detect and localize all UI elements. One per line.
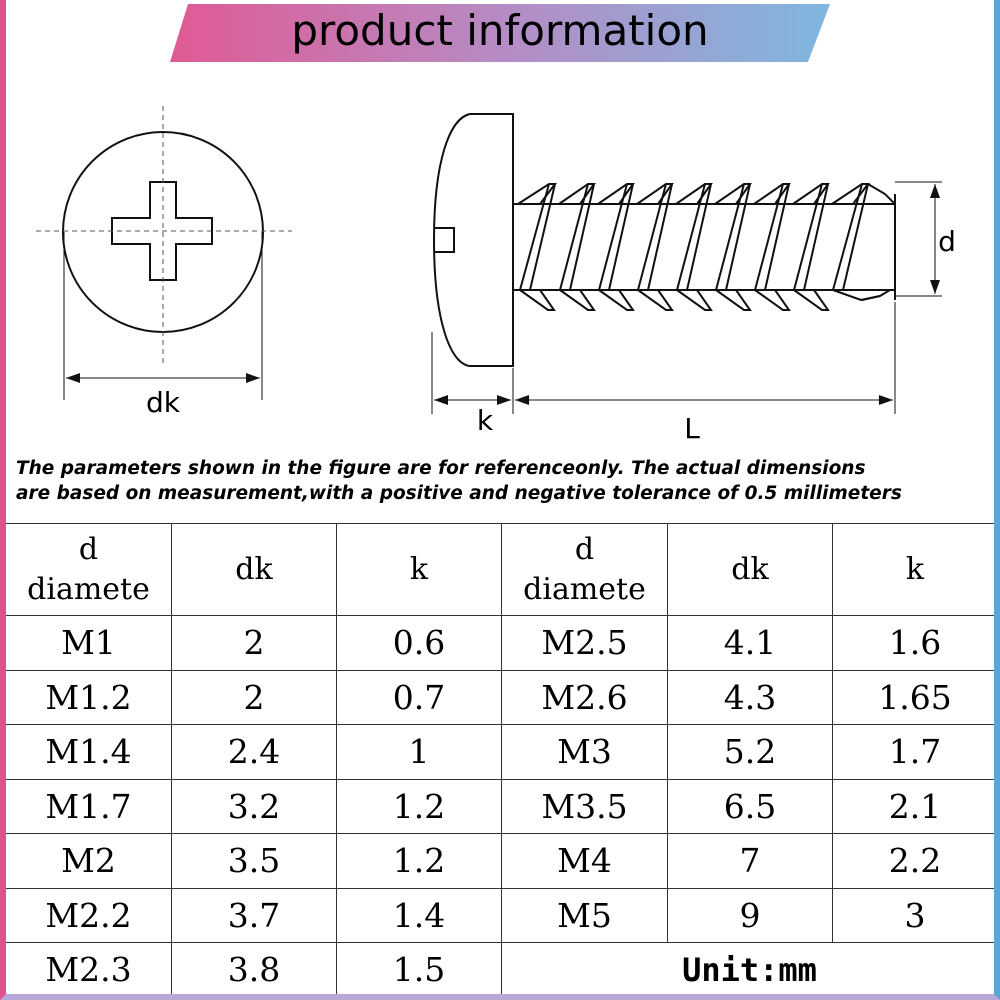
table-cell: 3.8 — [171, 942, 337, 998]
thread-flanks — [519, 183, 869, 291]
table-row: M1.4 2.4 1 M3 5.2 1.7 — [5, 724, 998, 780]
table-cell: 1.65 — [832, 669, 998, 725]
header-k-right: k — [832, 523, 998, 616]
table-cell: M5 — [501, 887, 668, 943]
header-k-left: k — [336, 523, 502, 616]
page-title: product information — [291, 6, 709, 55]
thread-crests — [517, 183, 896, 311]
table-cell: 1.2 — [336, 778, 502, 834]
screw-dimension-diagram: dk k L d — [0, 70, 1000, 450]
tolerance-note-line-2: are based on measurement,with a positive… — [16, 483, 902, 504]
dimension-label-L: L — [684, 412, 700, 445]
header-dk-left: dk — [171, 523, 337, 616]
table-cell: 2.4 — [171, 724, 337, 780]
table-cell: M3.5 — [501, 778, 668, 834]
table-cell: 0.6 — [336, 615, 502, 671]
table-cell: M2.3 — [5, 942, 172, 998]
table-cell: 1 — [336, 724, 502, 780]
tolerance-note-line-1: The parameters shown in the figure are f… — [16, 458, 866, 479]
table-cell: 0.7 — [336, 669, 502, 725]
dimension-label-k: k — [477, 404, 494, 437]
title-banner: product information — [0, 0, 1000, 62]
table-row: M1.2 2 0.7 M2.6 4.3 1.65 — [5, 669, 998, 725]
table-cell: 3.2 — [171, 778, 337, 834]
table-cell: 9 — [667, 887, 833, 943]
table-cell: M2.6 — [501, 669, 668, 725]
phillips-recess — [111, 181, 213, 281]
table-cell: 4.1 — [667, 615, 833, 671]
table-cell: 4.3 — [667, 669, 833, 725]
tolerance-note: The parameters shown in the figure are f… — [16, 456, 991, 506]
table-cell: M1.4 — [5, 724, 172, 780]
table-row: M1 2 0.6 M2.5 4.1 1.6 — [5, 615, 998, 671]
unit-label: Unit:mm — [501, 942, 998, 998]
table-cell: M4 — [501, 833, 668, 889]
table-cell: 1.6 — [832, 615, 998, 671]
dimension-label-dk: dk — [146, 386, 181, 419]
table-cell: M1.7 — [5, 778, 172, 834]
table-cell: 2 — [171, 669, 337, 725]
banner-background — [170, 4, 830, 62]
table-cell: M2.2 — [5, 887, 172, 943]
table-cell: M2.5 — [501, 615, 668, 671]
table-cell: 1.7 — [832, 724, 998, 780]
table-row: M2.3 3.8 1.5 Unit:mm — [5, 942, 998, 998]
table-cell: 3.5 — [171, 833, 337, 889]
header-dk-right: dk — [667, 523, 833, 616]
table-row: M1.7 3.2 1.2 M3.5 6.5 2.1 — [5, 778, 998, 834]
table-cell: 5.2 — [667, 724, 833, 780]
table-cell: 2.2 — [832, 833, 998, 889]
table-cell: M2 — [5, 833, 172, 889]
table-cell: 3.7 — [171, 887, 337, 943]
table-cell: 2.1 — [832, 778, 998, 834]
screw-drawing: dk k L d — [36, 106, 956, 445]
table-cell: 1.5 — [336, 942, 502, 998]
table-cell: M1.2 — [5, 669, 172, 725]
dimension-label-d: d — [938, 225, 956, 258]
table-cell: M1 — [5, 615, 172, 671]
table-row: M2 3.5 1.2 M4 7 2.2 — [5, 833, 998, 889]
table-cell: 1.2 — [336, 833, 502, 889]
table-cell: 7 — [667, 833, 833, 889]
table-cell: M3 — [501, 724, 668, 780]
table-cell: 3 — [832, 887, 998, 943]
screw-head-side-view — [432, 113, 514, 367]
table-cell: 6.5 — [667, 778, 833, 834]
table-cell: 2 — [171, 615, 337, 671]
table-row: M2.2 3.7 1.4 M5 9 3 — [5, 887, 998, 943]
table-cell: 1.4 — [336, 887, 502, 943]
